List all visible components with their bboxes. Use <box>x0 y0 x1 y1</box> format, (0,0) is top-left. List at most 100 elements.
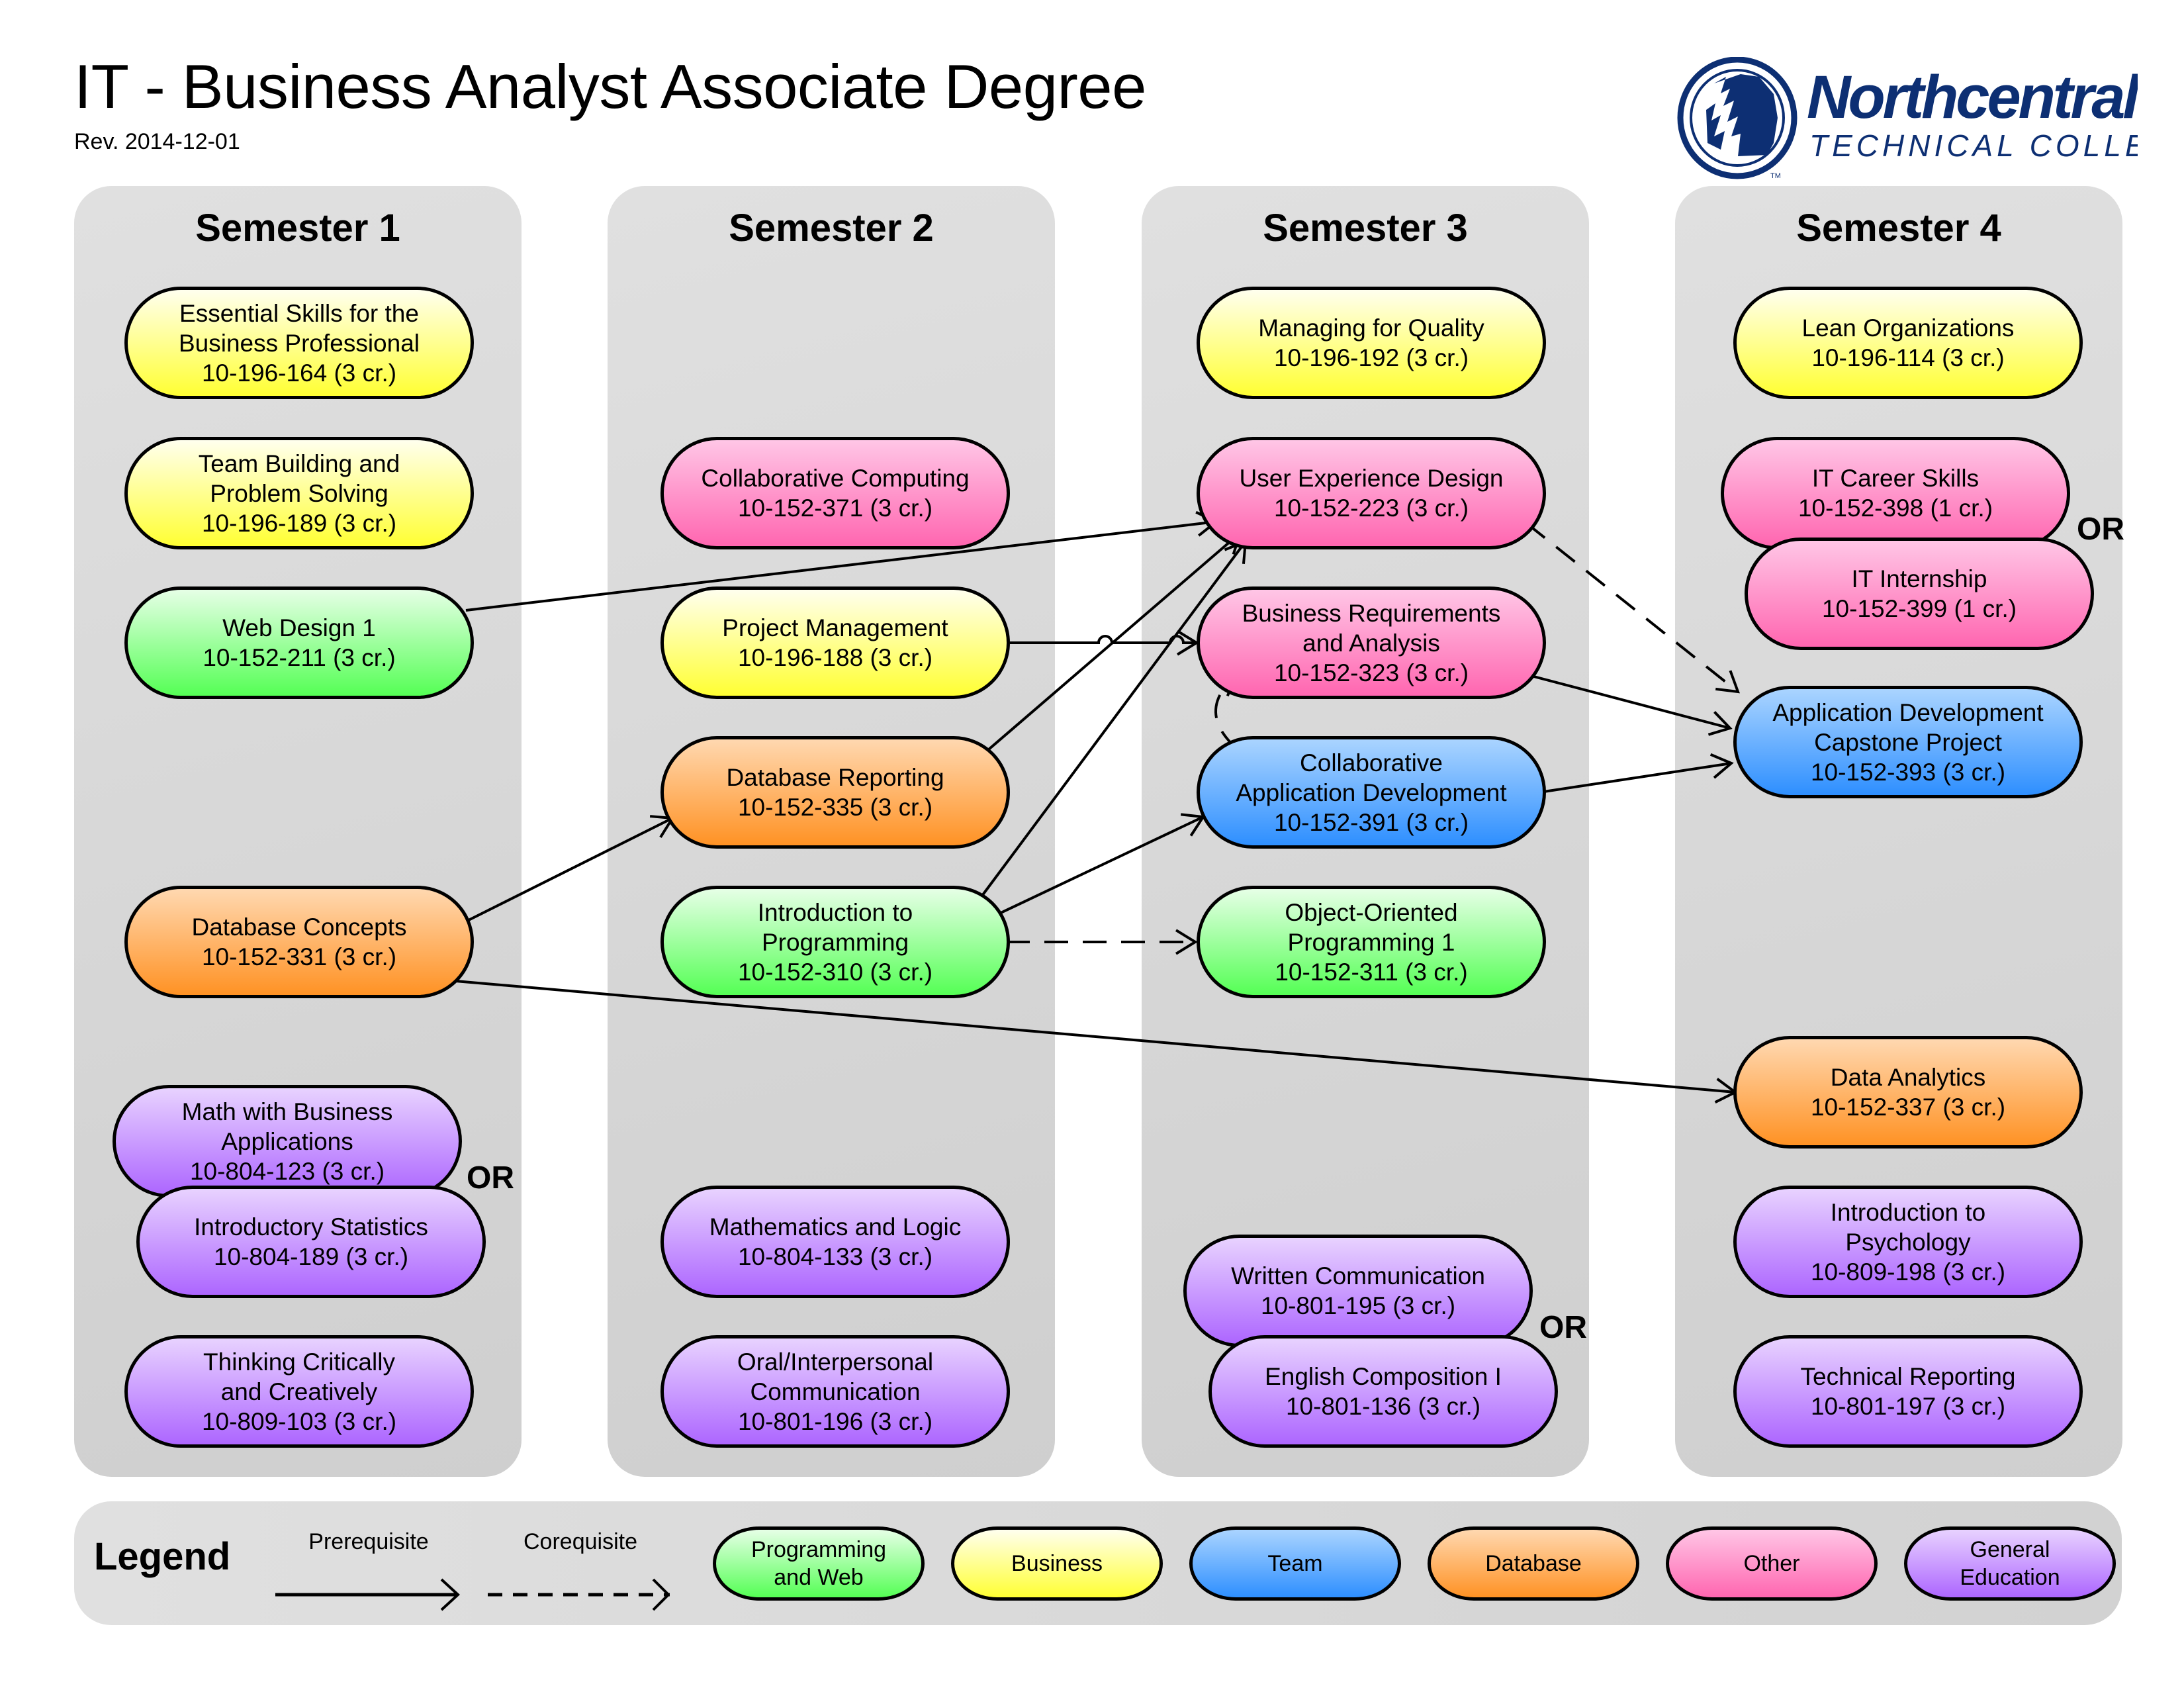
logo-name: Northcentral <box>1807 64 2138 131</box>
course-label: English Composition I 10-801-136 (3 cr.) <box>1265 1362 1502 1421</box>
tree-emblem-icon <box>1677 57 1797 179</box>
page-title: IT - Business Analyst Associate Degree <box>74 52 1146 121</box>
legend-category-label: Other <box>1743 1551 1800 1576</box>
course-title-line: Database Concepts <box>191 914 407 941</box>
course-project-management[interactable]: Project Management 10-196-188 (3 cr.) <box>660 586 1010 699</box>
course-title-line: Application Development <box>1772 698 2044 726</box>
course-title-line: Applications <box>221 1127 353 1155</box>
legend-category-label: Database <box>1485 1551 1582 1576</box>
or-label-english: OR <box>1539 1310 1587 1345</box>
course-title-line: Collaborative <box>1300 749 1443 776</box>
course-title-line: Essential Skills for the <box>179 299 419 327</box>
legend-corequisite-label: Corequisite <box>523 1529 637 1554</box>
course-title-line: Math with Business <box>181 1098 393 1125</box>
revision-date: Rev. 2014-12-01 <box>74 129 240 154</box>
course-title-line: User Experience Design <box>1239 465 1504 492</box>
course-code: 10-152-393 (3 cr.) <box>1810 758 2006 786</box>
course-code: 10-152-398 (1 cr.) <box>1797 494 1993 522</box>
course-english-comp[interactable]: English Composition I 10-801-136 (3 cr.) <box>1208 1335 1558 1448</box>
logo-subtitle: TECHNICAL COLLEGE <box>1809 128 2138 163</box>
course-title-line: Team Building and <box>198 449 400 477</box>
course-title-line: English Composition I <box>1265 1363 1502 1390</box>
college-logo: Northcentral TECHNICAL COLLEGE TM <box>1677 57 2138 180</box>
course-code: 10-196-114 (3 cr.) <box>1811 344 2005 371</box>
course-code: 10-152-310 (3 cr.) <box>737 958 933 986</box>
legend-title: Legend <box>94 1535 231 1578</box>
legend-category-label: Team <box>1267 1551 1323 1576</box>
semester-4-title: Semester 4 <box>1796 207 2001 250</box>
course-web-design[interactable]: Web Design 1 10-152-211 (3 cr.) <box>124 586 474 699</box>
course-title-line: and Creatively <box>220 1378 378 1405</box>
course-title-line: Project Management <box>722 614 948 641</box>
course-code: 10-809-103 (3 cr.) <box>201 1407 397 1435</box>
course-code: 10-801-136 (3 cr.) <box>1285 1393 1481 1420</box>
course-title-line: and Analysis <box>1302 629 1440 657</box>
semester-2-title: Semester 2 <box>729 207 934 250</box>
or-label-career: OR <box>2077 512 2124 547</box>
course-code: 10-152-391 (3 cr.) <box>1273 808 1469 836</box>
course-title-line: Thinking Critically <box>203 1348 395 1376</box>
or-label-math: OR <box>467 1160 514 1196</box>
course-code: 10-801-197 (3 cr.) <box>1810 1393 2006 1420</box>
course-code: 10-152-223 (3 cr.) <box>1273 494 1469 522</box>
course-code: 10-152-211 (3 cr.) <box>203 644 396 671</box>
course-code: 10-196-164 (3 cr.) <box>201 359 397 387</box>
course-title-line: Managing for Quality <box>1258 314 1484 342</box>
course-title-line: Web Design 1 <box>222 614 376 641</box>
course-code: 10-801-196 (3 cr.) <box>737 1407 933 1435</box>
course-title-line: Written Communication <box>1231 1262 1485 1289</box>
course-title-line: Introduction to <box>757 898 913 926</box>
legend-category-label: and Web <box>774 1565 864 1590</box>
course-label: Web Design 1 10-152-211 (3 cr.) <box>203 613 395 673</box>
course-code: 10-196-189 (3 cr.) <box>201 509 397 537</box>
course-label: Project Management 10-196-188 (3 cr.) <box>722 613 948 673</box>
course-title-line: Capstone Project <box>1814 728 2002 756</box>
course-code: 10-152-335 (3 cr.) <box>737 794 933 821</box>
course-title-line: Programming <box>761 928 909 956</box>
course-code: 10-196-188 (3 cr.) <box>737 644 933 671</box>
logo-trademark: TM <box>1770 172 1781 180</box>
course-title-line: Communication <box>750 1378 921 1405</box>
course-code: 10-152-311 (3 cr.) <box>1275 958 1468 986</box>
course-code: 10-809-198 (3 cr.) <box>1810 1258 2006 1286</box>
